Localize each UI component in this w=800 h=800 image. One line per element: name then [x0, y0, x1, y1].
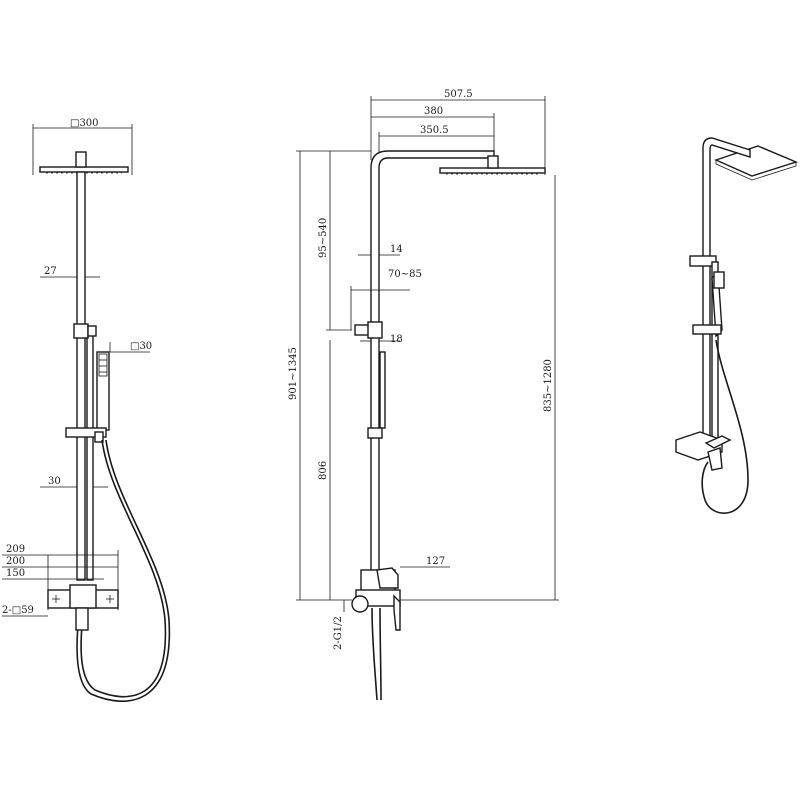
handshower-size-label: □30 [130, 341, 152, 352]
bracket-offset-label: 70~85 [388, 269, 422, 280]
valve-width-b-label: 200 [6, 556, 25, 567]
head-width-label: □300 [70, 118, 99, 129]
pipe-dia-label: 14 [390, 244, 403, 255]
arm-reach-inner-label: 350.5 [420, 125, 449, 136]
escutcheon-label: 2-□59 [2, 605, 34, 616]
pipe-offset-label: 27 [44, 266, 57, 277]
head-height-label: 835~1280 [543, 359, 554, 412]
front-slide-bar [86, 329, 94, 581]
valve-width-c-label: 150 [6, 568, 25, 579]
head-adjust-label: 95~540 [318, 218, 329, 258]
side-spout [393, 594, 401, 631]
inlet-label: 2-G1/2 [333, 616, 344, 650]
front-shower-head [39, 166, 129, 173]
lower-height-label: 806 [318, 461, 329, 480]
side-view: 507.5 380 350.5 901~1345 95~540 806 835~… [288, 89, 559, 701]
iso-spout [707, 447, 723, 471]
arm-reach-total-label: 507.5 [444, 89, 473, 100]
valve-width-a-label: 209 [6, 544, 25, 555]
front-view: □300 27 □30 30 [2, 118, 171, 702]
iso-view [675, 137, 799, 514]
spout-reach-label: 127 [426, 556, 445, 567]
bar-offset-label: 30 [48, 476, 61, 487]
overall-height-label: 901~1345 [288, 347, 299, 400]
bracket-dia-label: 18 [390, 334, 403, 345]
front-hose [80, 439, 167, 698]
side-arm-pipe [370, 150, 495, 601]
iso-arm [702, 137, 751, 455]
side-hose [371, 607, 378, 701]
side-shower-head [439, 167, 546, 174]
front-riser-pipe [76, 171, 86, 581]
arm-reach-mid-label: 380 [424, 106, 443, 117]
iso-hose [701, 339, 749, 514]
side-hand-shower [379, 351, 386, 429]
